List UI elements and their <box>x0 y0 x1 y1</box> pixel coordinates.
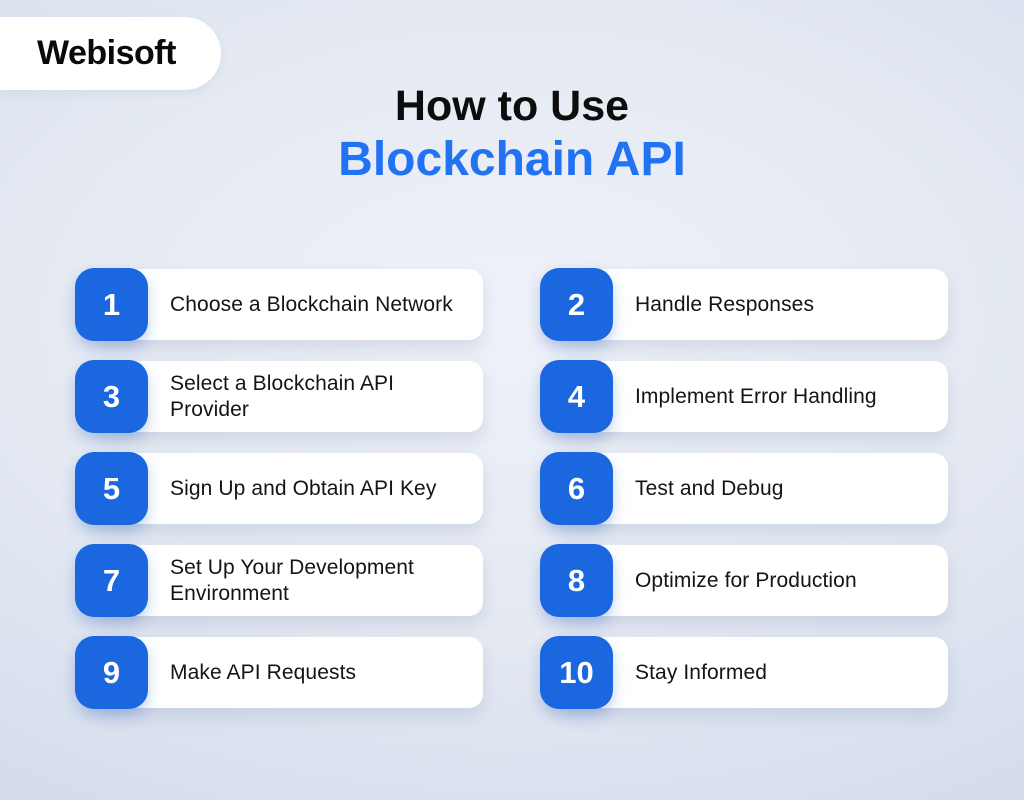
step-10-number-badge: 10 <box>540 636 613 709</box>
step-5-label: Sign Up and Obtain API Key <box>170 476 437 500</box>
step-7-number: 7 <box>102 562 121 598</box>
step-1: 1 Choose a Blockchain Network <box>75 268 483 341</box>
step-9-label: Make API Requests <box>170 660 357 684</box>
step-8-number-badge: 8 <box>540 544 613 617</box>
step-1-number-badge: 1 <box>75 268 148 341</box>
step-10-label: Stay Informed <box>635 660 768 684</box>
step-1-card: Choose a Blockchain Network <box>95 269 483 340</box>
step-6-number: 6 <box>567 470 586 506</box>
step-6: 6 Test and Debug <box>540 452 948 525</box>
step-10-card: Stay Informed <box>560 637 948 708</box>
step-4-label: Implement Error Handling <box>635 384 877 408</box>
step-5-number: 5 <box>102 470 121 506</box>
step-9-card: Make API Requests <box>95 637 483 708</box>
step-4-number: 4 <box>567 378 586 414</box>
step-9-number-badge: 9 <box>75 636 148 709</box>
title-line-1: How to Use <box>394 82 630 130</box>
step-2-number: 2 <box>567 286 586 322</box>
step-5: 5 Sign Up and Obtain API Key <box>75 452 483 525</box>
page-title: How to Use Blockchain API <box>0 82 1024 187</box>
step-7: 7 Set Up Your Development Environment <box>75 544 483 617</box>
step-1-label: Choose a Blockchain Network <box>170 292 453 316</box>
step-9: 9 Make API Requests <box>75 636 483 709</box>
step-2-label: Handle Responses <box>635 292 815 316</box>
step-6-number-badge: 6 <box>540 452 613 525</box>
logo: Webisoft <box>0 17 221 90</box>
step-7-card: Set Up Your Development Environment <box>95 545 483 616</box>
logo-text: Webisoft <box>37 34 176 72</box>
step-8-label: Optimize for Production <box>635 568 857 592</box>
step-3: 3 Select a Blockchain API Provider <box>75 360 483 433</box>
step-5-number-badge: 5 <box>75 452 148 525</box>
step-7-label: Set Up Your Development Environment <box>170 555 414 605</box>
step-3-card: Select a Blockchain API Provider <box>95 361 483 432</box>
step-4: 4 Implement Error Handling <box>540 360 948 433</box>
step-2-card: Handle Responses <box>560 269 948 340</box>
step-9-number: 9 <box>102 654 121 690</box>
step-10-number: 10 <box>559 654 594 690</box>
step-1-number: 1 <box>102 286 121 322</box>
step-8: 8 Optimize for Production <box>540 544 948 617</box>
step-8-card: Optimize for Production <box>560 545 948 616</box>
steps-grid: 1 Choose a Blockchain Network 2 Handle R… <box>75 268 948 709</box>
step-6-label: Test and Debug <box>635 476 784 500</box>
step-2-number-badge: 2 <box>540 268 613 341</box>
step-3-number-badge: 3 <box>75 360 148 433</box>
step-10: 10 Stay Informed <box>540 636 948 709</box>
step-4-card: Implement Error Handling <box>560 361 948 432</box>
step-3-number: 3 <box>102 378 121 414</box>
step-6-card: Test and Debug <box>560 453 948 524</box>
step-5-card: Sign Up and Obtain API Key <box>95 453 483 524</box>
step-7-number-badge: 7 <box>75 544 148 617</box>
step-8-number: 8 <box>567 562 586 598</box>
step-2: 2 Handle Responses <box>540 268 948 341</box>
step-4-number-badge: 4 <box>540 360 613 433</box>
step-3-label: Select a Blockchain API Provider <box>170 371 395 421</box>
title-line-2: Blockchain API <box>338 133 686 187</box>
